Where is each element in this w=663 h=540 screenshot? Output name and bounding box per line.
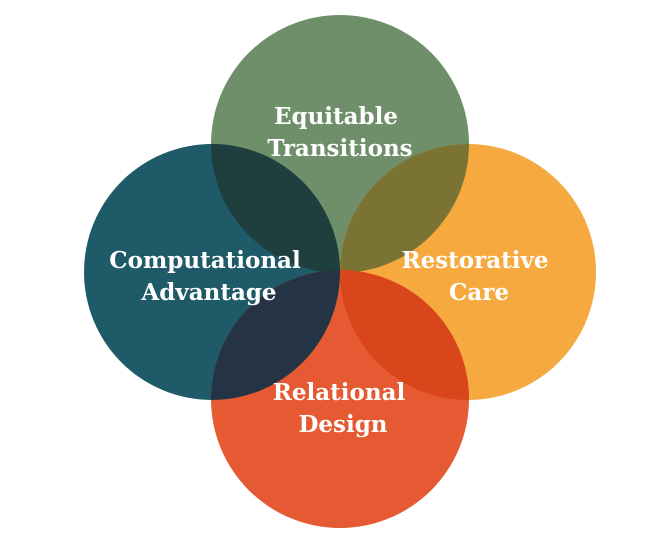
label-line: Design (298, 411, 387, 438)
label-equitable-transitions: Equitable Transitions (267, 103, 412, 162)
label-line: Restorative (401, 247, 548, 274)
label-line: Relational (273, 379, 406, 406)
label-line: Transitions (267, 135, 412, 162)
label-line: Care (449, 279, 509, 306)
label-relational-design: Relational Design (273, 379, 413, 438)
label-line: Advantage (140, 279, 276, 306)
label-computational-advantage: Computational Advantage (109, 247, 308, 306)
label-line: Computational (109, 247, 301, 274)
label-restorative-care: Restorative Care (401, 247, 556, 306)
label-line: Equitable (274, 103, 398, 130)
